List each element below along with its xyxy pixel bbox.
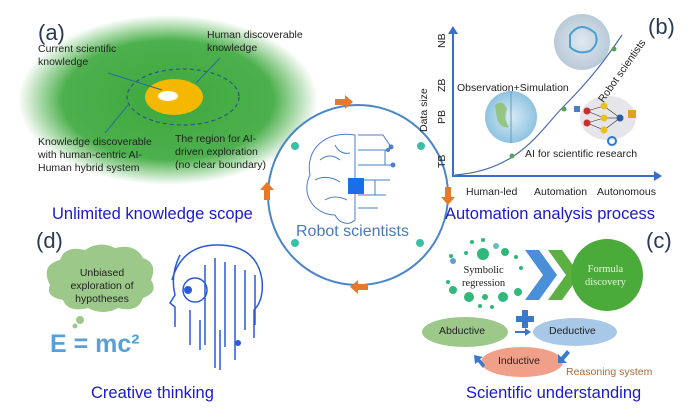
symbolic-regression-label: Symbolic regression	[462, 264, 505, 290]
panel-d-label: (d)	[36, 228, 63, 253]
y-tick-pb: PB	[436, 109, 448, 124]
arrow-abd-ded	[515, 328, 531, 336]
circuit-head-icon	[169, 244, 264, 370]
label-line: discovery	[585, 277, 626, 288]
arrow-ded-ind	[558, 350, 570, 363]
label-line: Knowledge discoverable	[38, 136, 152, 148]
y-tick-tb: TB	[436, 154, 448, 168]
label-line: driven exploration	[175, 146, 258, 158]
x-tick-autonomous: Autonomous	[597, 186, 656, 198]
label-line: Current scientific	[38, 43, 117, 55]
deductive-node	[533, 318, 617, 346]
formula-discovery-circle	[571, 239, 643, 311]
current-knowledge-label: Current scientific knowledge	[38, 43, 116, 69]
neural-network-icon	[574, 96, 636, 146]
plus-icon	[516, 310, 534, 328]
y-tick-nb: NB	[436, 33, 448, 48]
ring-dot	[291, 239, 299, 247]
arrow-up-icon	[260, 182, 274, 200]
label-line: Human discoverable	[207, 29, 303, 41]
caption-knowledge-scope: Unlimited knowledge scope	[52, 205, 253, 223]
y-tick-zb: ZB	[436, 78, 448, 92]
chip-icon	[348, 178, 364, 194]
arrow-down-icon	[441, 187, 455, 205]
thought-bubble-text: Unbiased exploration of hypotheses	[52, 267, 152, 306]
inductive-node	[481, 347, 563, 377]
arrow-right-icon	[335, 95, 353, 109]
label-line: Formula	[587, 264, 624, 275]
ai-region-label: The region for AI- driven exploration (n…	[175, 133, 266, 172]
ring-dot	[291, 142, 299, 150]
brain-icon	[306, 133, 396, 224]
label-line: exploration of	[70, 280, 134, 292]
ring-dot	[417, 142, 425, 150]
symbolic-regression-dots	[446, 238, 523, 309]
label-line: knowledge	[38, 56, 89, 68]
label-line: The region for AI-	[175, 133, 257, 145]
label-line: Unbiased	[79, 267, 125, 279]
arrow-left-icon	[350, 280, 368, 294]
panel-b-label: (b)	[648, 14, 675, 39]
label-line: Symbolic	[463, 265, 504, 276]
arrow-ind-abd	[474, 355, 485, 368]
label-line: knowledge	[207, 42, 258, 54]
deductive-label: Deductive	[549, 325, 596, 337]
x-tick-human-led: Human-led	[466, 186, 518, 198]
caption-creative-thinking: Creative thinking	[91, 384, 214, 402]
label-line: regression	[462, 278, 506, 289]
panel-a-label: (a)	[38, 20, 65, 45]
formula-discovery-label: Formula discovery	[585, 263, 626, 289]
brain-sphere-icon	[554, 14, 610, 70]
caption-scientific-understanding: Scientific understanding	[466, 384, 642, 402]
ring-dot	[416, 239, 424, 247]
reasoning-system-label: Reasoning system	[566, 366, 653, 378]
label-line: Human hybrid system	[38, 162, 140, 174]
abductive-node	[422, 317, 508, 347]
label-line: hypotheses	[75, 293, 129, 305]
label-line: (no clear boundary)	[175, 159, 267, 171]
y-axis-label: Data size	[418, 88, 430, 132]
x-tick-automation: Automation	[534, 186, 588, 198]
label-line: with human-centric AI-	[38, 149, 142, 161]
thought-cloud	[46, 244, 154, 312]
chevron-blue-icon	[525, 250, 557, 300]
hybrid-system-label: Knowledge discoverable with human-centri…	[38, 136, 152, 175]
hybrid-boundary-dashed	[126, 68, 240, 126]
ai-research-label: AI for scientific research	[525, 148, 638, 160]
panel-c-label: (c)	[646, 228, 672, 253]
caption-automation: Automation analysis process	[445, 205, 656, 223]
inductive-label: Inductive	[498, 355, 541, 367]
center-title: Robot scientists	[296, 223, 409, 240]
current-knowledge-ellipse	[158, 91, 178, 101]
abductive-label: Abductive	[439, 325, 486, 337]
observation-simulation-label: Observation+Simulation	[457, 82, 569, 94]
human-discoverable-label: Human discoverable knowledge	[207, 29, 303, 55]
equation: E = mc²	[50, 330, 140, 358]
